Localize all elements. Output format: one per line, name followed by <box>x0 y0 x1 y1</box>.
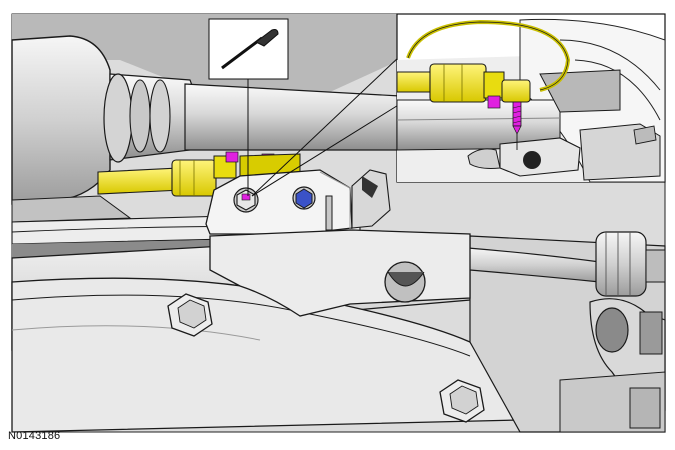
lower-bracket <box>209 229 471 317</box>
electrical-connector <box>97 151 301 197</box>
mounting-bracket <box>205 169 391 235</box>
bolt-blue-head <box>292 186 333 231</box>
connector-detail-inset <box>396 13 666 183</box>
screwdriver-icon <box>208 18 289 80</box>
hex-nut <box>439 379 485 423</box>
retaining-bolt <box>233 187 259 213</box>
figure-reference-code: N0143186 <box>8 430 61 442</box>
leader-lines <box>247 55 401 197</box>
hex-nut <box>167 293 213 337</box>
